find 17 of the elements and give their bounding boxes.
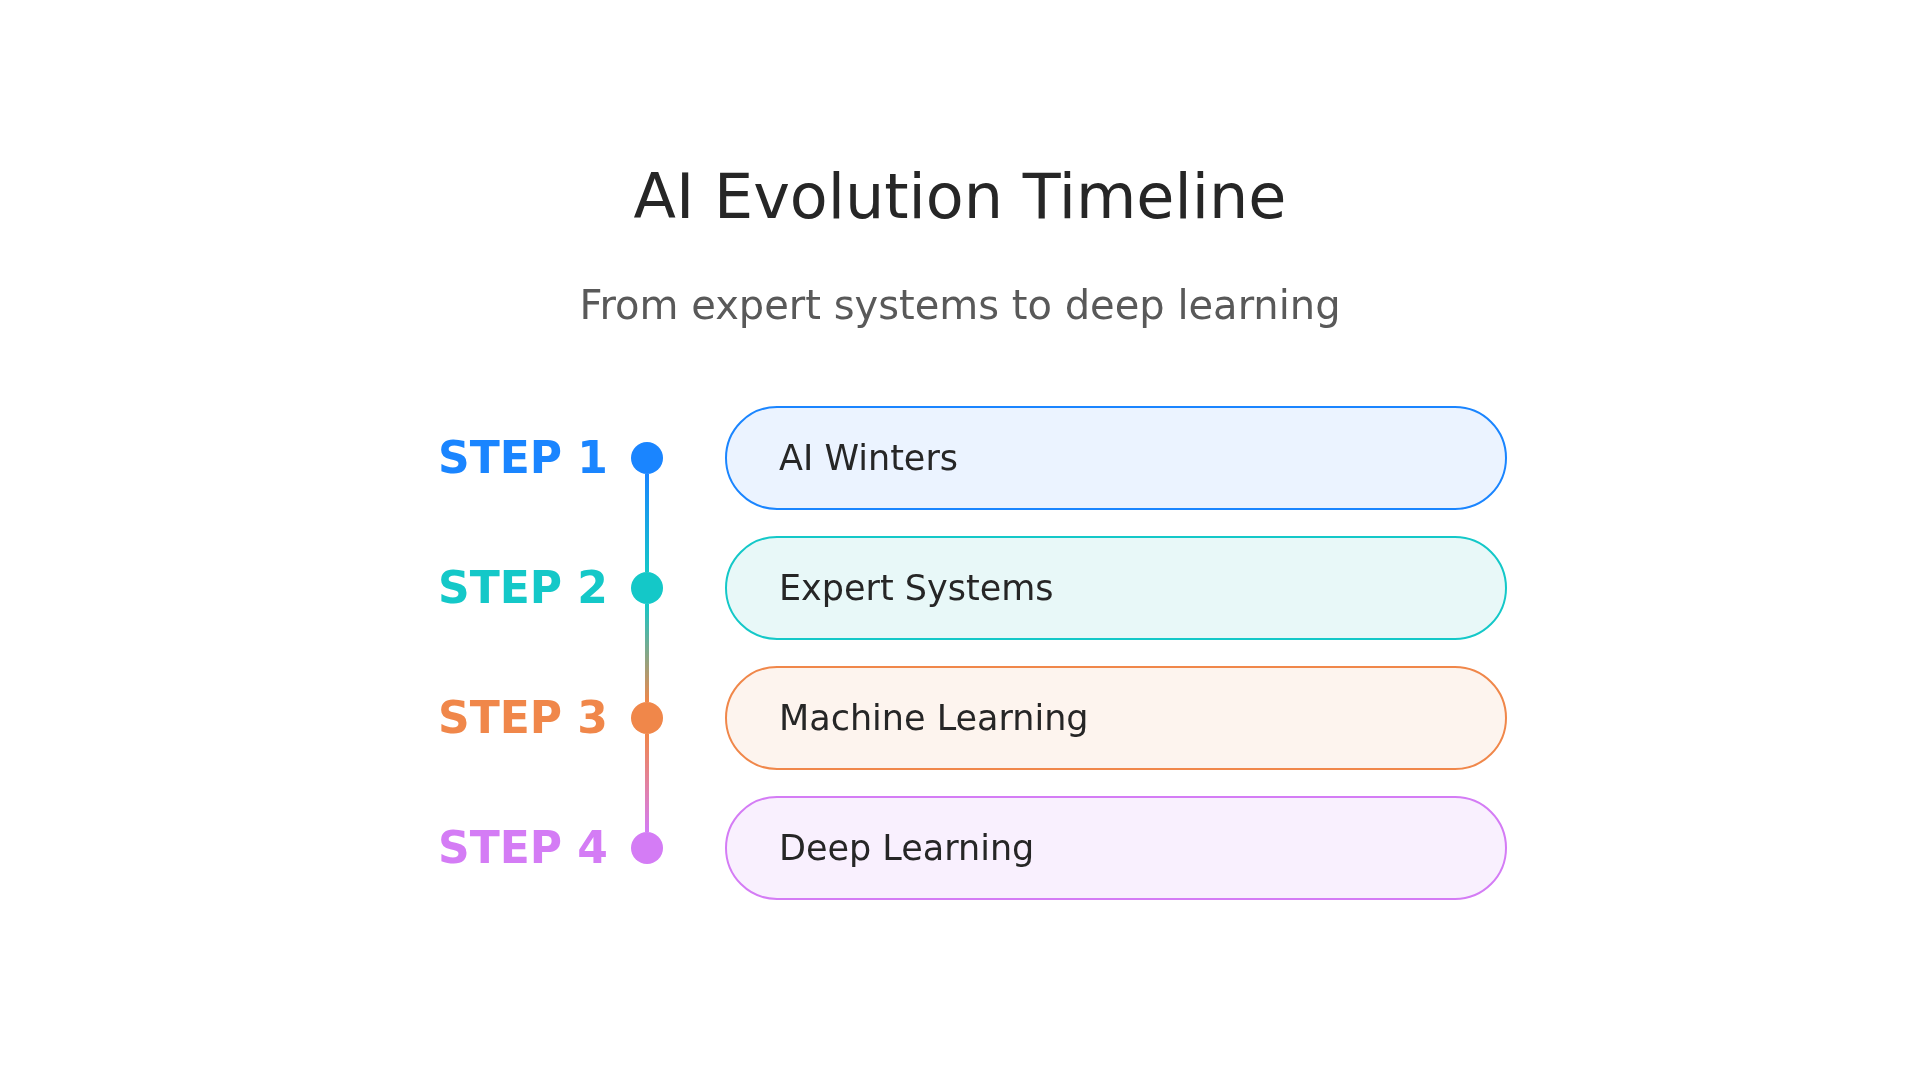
step-label: STEP 2 [438, 562, 608, 614]
timeline-dot [631, 702, 663, 734]
timeline-connector [645, 474, 649, 572]
stage-label: Expert Systems [779, 568, 1054, 608]
timeline-connector [645, 734, 649, 832]
step-label: STEP 3 [438, 692, 608, 744]
stage-label: Machine Learning [779, 698, 1089, 738]
timeline-dot [631, 832, 663, 864]
timeline-dot [631, 572, 663, 604]
step-label: STEP 4 [438, 822, 608, 874]
timeline-dot [631, 442, 663, 474]
stage-label: AI Winters [779, 438, 959, 478]
timeline-connector [645, 604, 649, 702]
step-label: STEP 1 [438, 432, 608, 484]
diagram-title: AI Evolution Timeline [632, 160, 1288, 233]
subtitle: From expert systems to deep learning [578, 282, 1342, 328]
stage-label: Deep Learning [779, 828, 1035, 868]
